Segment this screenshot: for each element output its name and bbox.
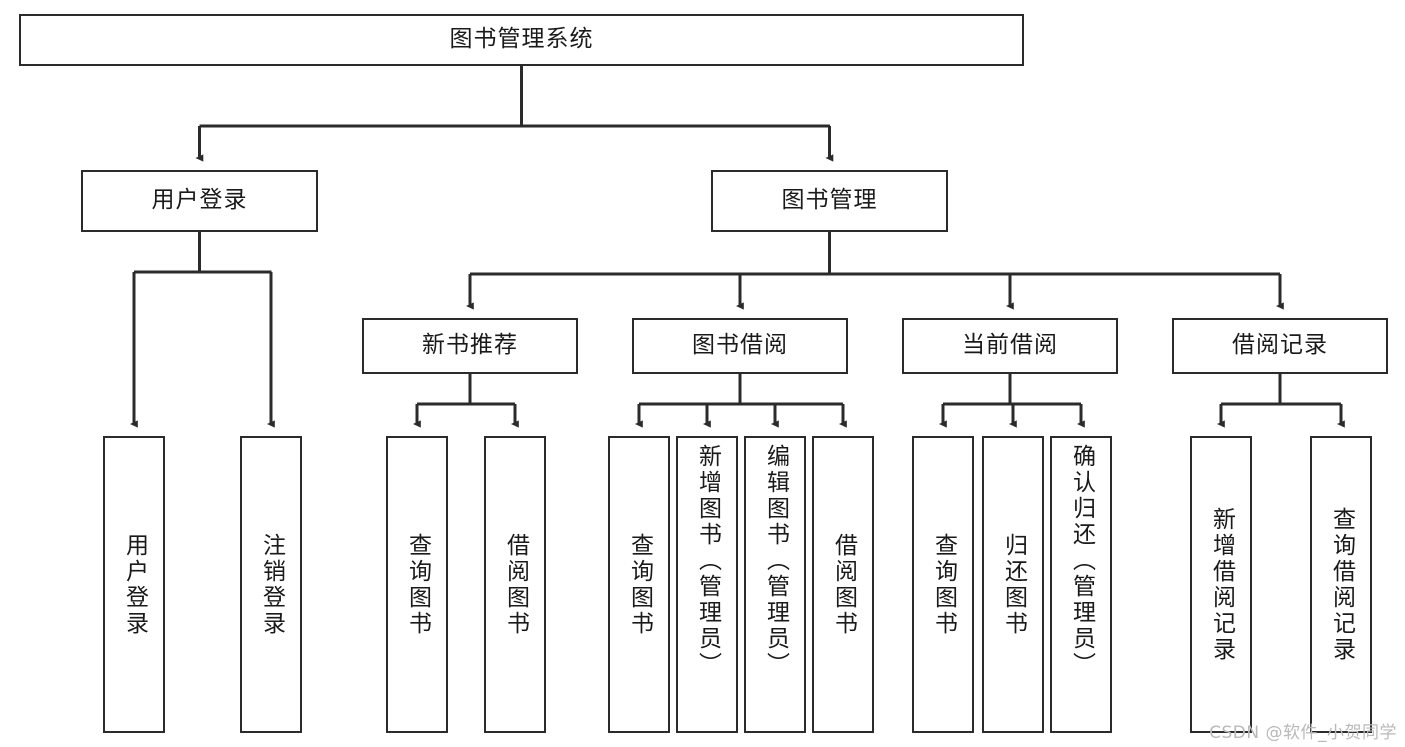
node-leaf-query-book-2-label: 查询图书 [626, 532, 653, 637]
node-leaf-user-login[interactable]: 用户登录 [103, 436, 165, 733]
node-leaf-confirm-return-label: 确认归还（管理员） [1068, 444, 1095, 678]
node-book-manage-label: 图书管理 [781, 187, 878, 214]
node-leaf-borrow-book-1[interactable]: 借阅图书 [484, 436, 546, 733]
node-leaf-edit-book[interactable]: 编辑图书（管理员） [744, 436, 806, 733]
node-leaf-logout[interactable]: 注销登录 [240, 436, 302, 733]
node-borrow-record-label: 借阅记录 [1232, 332, 1328, 359]
node-leaf-query-record-label: 查询借阅记录 [1328, 506, 1355, 663]
node-leaf-query-book-3-label: 查询图书 [930, 532, 957, 637]
node-leaf-return-book-label: 归还图书 [1000, 532, 1027, 637]
watermark: CSDN @软件_小贺同学 [1209, 723, 1397, 743]
node-root-label: 图书管理系统 [449, 26, 594, 53]
node-new-book-recommend[interactable]: 新书推荐 [362, 318, 578, 374]
node-leaf-borrow-book-2[interactable]: 借阅图书 [812, 436, 874, 733]
node-current-borrow-label: 当前借阅 [962, 332, 1058, 359]
node-leaf-query-book-1[interactable]: 查询图书 [386, 436, 448, 733]
node-leaf-user-login-label: 用户登录 [121, 532, 148, 637]
node-leaf-add-book-label: 新增图书（管理员） [694, 444, 721, 678]
node-leaf-edit-book-label: 编辑图书（管理员） [762, 444, 789, 678]
node-leaf-add-record-label: 新增借阅记录 [1208, 506, 1235, 663]
node-leaf-add-book[interactable]: 新增图书（管理员） [676, 436, 738, 733]
node-book-manage[interactable]: 图书管理 [711, 170, 948, 232]
node-current-borrow[interactable]: 当前借阅 [902, 318, 1118, 374]
node-leaf-logout-label: 注销登录 [258, 532, 285, 637]
node-root[interactable]: 图书管理系统 [19, 14, 1024, 66]
node-leaf-query-book-1-label: 查询图书 [404, 532, 431, 637]
node-leaf-query-book-2[interactable]: 查询图书 [608, 436, 670, 733]
node-leaf-add-record[interactable]: 新增借阅记录 [1190, 436, 1252, 733]
node-user-login[interactable]: 用户登录 [81, 170, 318, 232]
node-borrow-record[interactable]: 借阅记录 [1172, 318, 1388, 374]
node-leaf-borrow-book-1-label: 借阅图书 [502, 532, 529, 637]
node-user-login-label: 用户登录 [151, 187, 248, 214]
node-leaf-query-book-3[interactable]: 查询图书 [912, 436, 974, 733]
node-book-borrow[interactable]: 图书借阅 [632, 318, 848, 374]
node-book-borrow-label: 图书借阅 [692, 332, 788, 359]
node-leaf-return-book[interactable]: 归还图书 [982, 436, 1044, 733]
node-leaf-query-record[interactable]: 查询借阅记录 [1310, 436, 1372, 733]
node-leaf-borrow-book-2-label: 借阅图书 [830, 532, 857, 637]
node-leaf-confirm-return[interactable]: 确认归还（管理员） [1050, 436, 1112, 733]
node-new-book-recommend-label: 新书推荐 [422, 332, 518, 359]
